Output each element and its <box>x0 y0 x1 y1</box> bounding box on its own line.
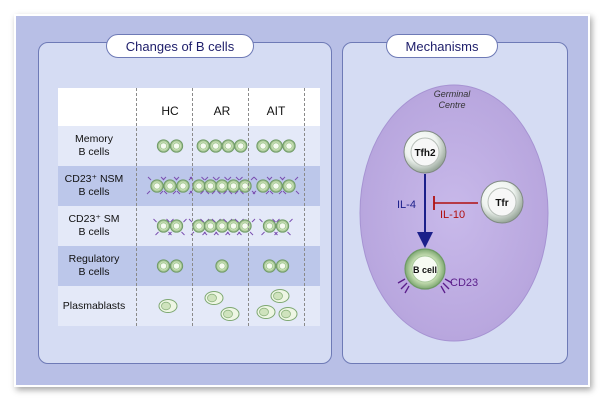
b-cell-icon <box>282 139 296 153</box>
b-cell-icon <box>265 176 287 195</box>
b-cell-icon <box>223 176 244 195</box>
row-label: Memory B cells <box>75 133 113 158</box>
b-cell-icon <box>153 218 174 236</box>
table-row: Memory B cells <box>58 126 320 166</box>
b-cell-icon <box>159 176 181 195</box>
b-cell-icon <box>262 259 277 273</box>
plasmablast-icon <box>220 307 240 321</box>
right-panel <box>342 42 568 364</box>
table-row: CD23⁺ SM B cells <box>58 206 320 246</box>
row-label: Regulatory B cells <box>68 253 120 278</box>
b-cell-icon <box>269 139 283 153</box>
table-row: Plasmablasts <box>58 286 320 326</box>
b-cell-icon <box>256 139 270 153</box>
row-cells <box>156 259 290 273</box>
plasmablast-icon <box>270 289 290 303</box>
b-cell-icon <box>156 139 171 153</box>
column-divider <box>136 88 137 326</box>
b-cell-icon <box>209 139 223 153</box>
b-cell-icon <box>156 259 171 273</box>
column-header-ait: AIT <box>266 104 286 118</box>
b-cell-icon <box>169 259 184 273</box>
b-cell-icon <box>166 218 187 236</box>
b-cell-icon <box>234 139 248 153</box>
row-cells <box>158 289 298 321</box>
b-cell-icon <box>196 139 210 153</box>
b-cell-icon <box>278 176 300 195</box>
column-divider <box>248 88 249 326</box>
plasmablast-icon <box>158 299 178 313</box>
b-cell-icon <box>172 176 194 195</box>
b-cell-icon <box>211 176 233 195</box>
b-cell-icon <box>169 139 184 153</box>
row-cells <box>146 176 300 195</box>
b-cell-icon <box>221 139 235 153</box>
table-header-row <box>58 88 320 126</box>
row-cells <box>156 139 296 153</box>
row-cells <box>153 218 293 236</box>
column-header-ar: AR <box>213 104 231 118</box>
row-label: Plasmablasts <box>62 299 126 312</box>
table-row: Regulatory B cells <box>58 246 320 286</box>
left-panel-title: Changes of B cells <box>106 34 254 58</box>
b-cell-icon <box>200 218 221 236</box>
b-cell-icon <box>223 218 244 236</box>
row-label: CD23⁺ NSM B cells <box>64 173 124 198</box>
b-cell-icon <box>252 176 274 195</box>
plasmablast-icon <box>278 307 298 321</box>
right-panel-title: Mechanisms <box>386 34 498 58</box>
column-header-hc: HC <box>161 104 179 118</box>
b-cell-icon <box>211 218 233 236</box>
plasmablast-icon <box>204 291 224 305</box>
b-cell-icon <box>272 218 293 236</box>
row-label: CD23⁺ SM B cells <box>68 213 120 238</box>
b-cell-icon <box>200 176 221 195</box>
b-cell-icon <box>146 176 168 195</box>
b-cell-icon <box>275 259 290 273</box>
b-cell-icon <box>259 218 280 236</box>
column-divider <box>192 88 193 326</box>
b-cell-icon <box>215 259 229 273</box>
column-divider <box>304 88 305 326</box>
plasmablast-icon <box>256 305 276 319</box>
table-row: CD23⁺ NSM B cells <box>58 166 320 206</box>
